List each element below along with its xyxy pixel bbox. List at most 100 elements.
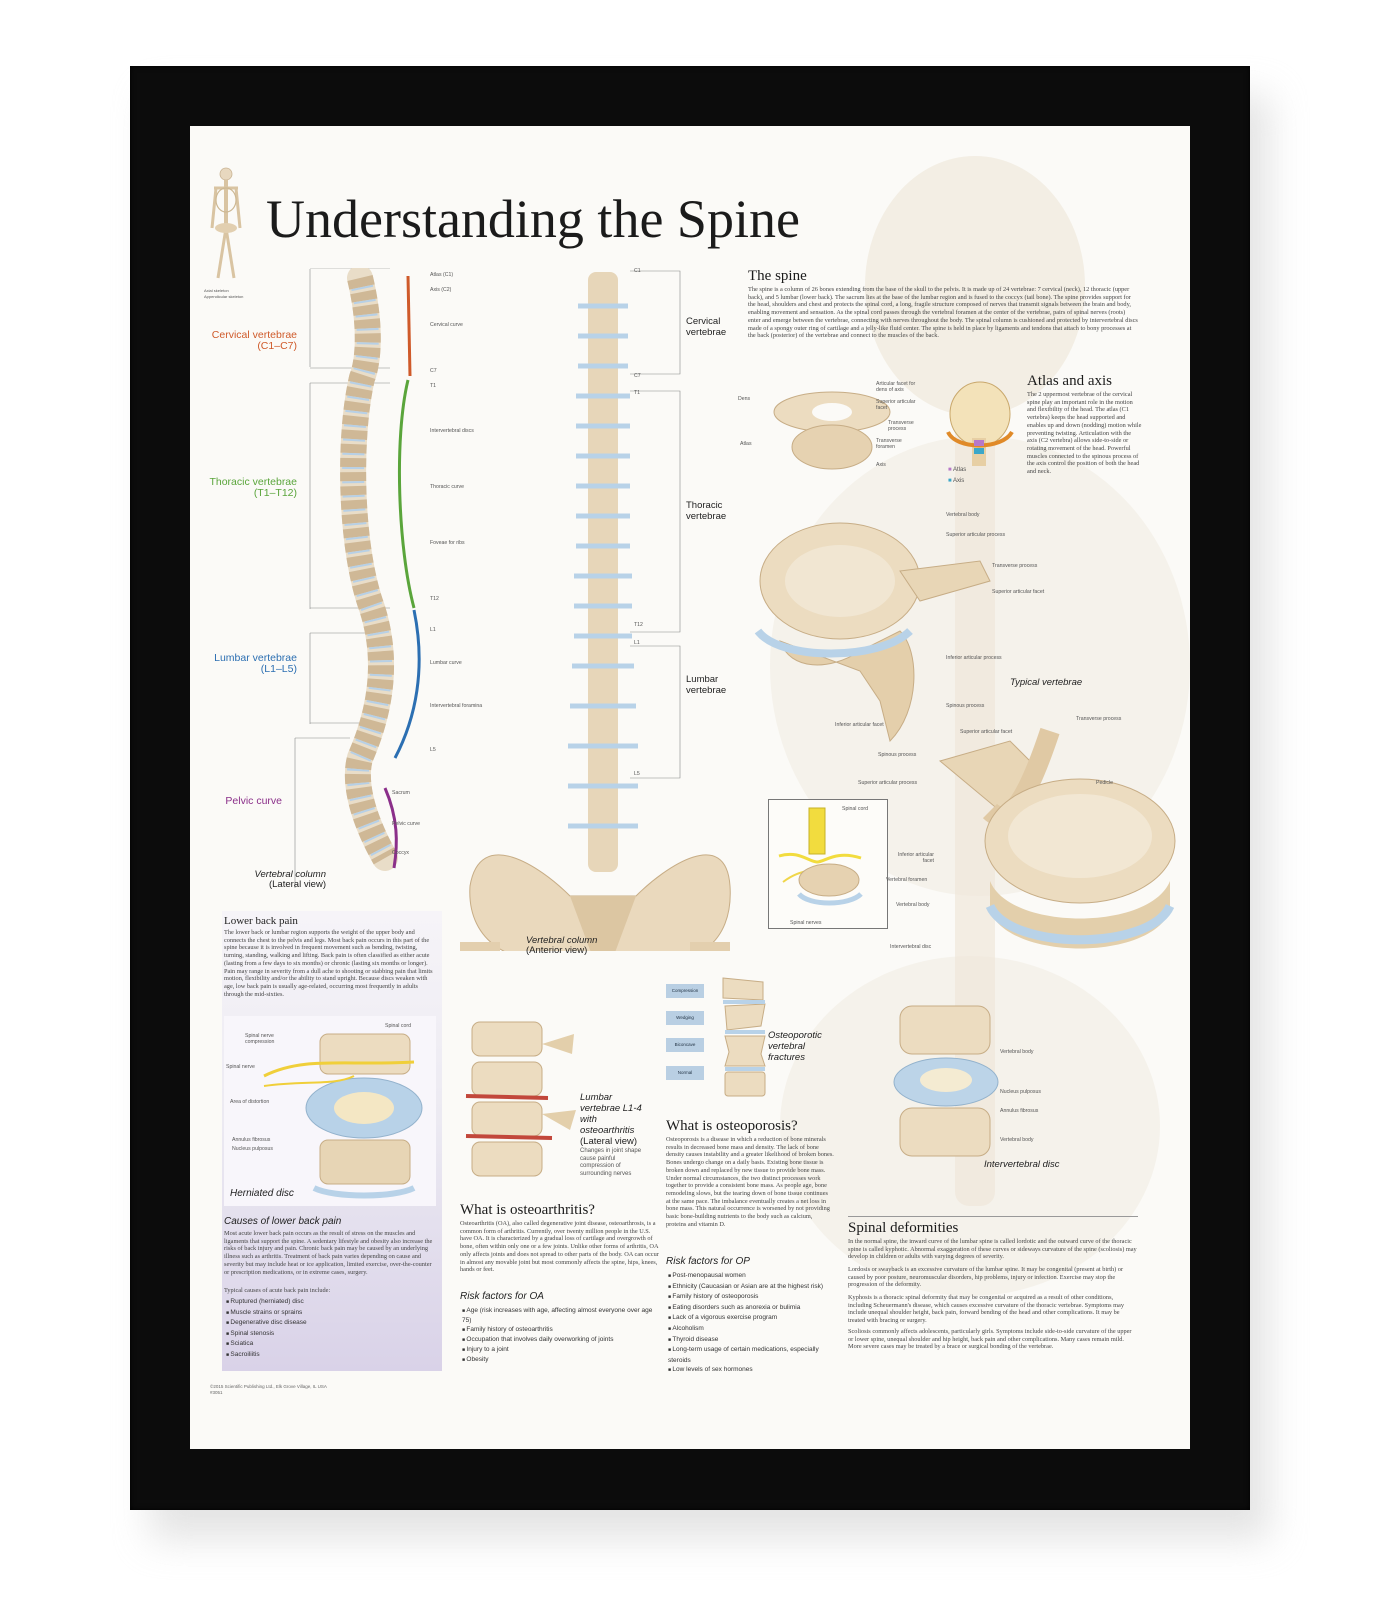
lower-back-pain-title: Lower back pain — [224, 915, 298, 927]
disc-label: Nucleus pulposus — [1000, 1089, 1041, 1095]
anterior-region-label: Cervical vertebrae — [686, 316, 727, 338]
oa-risk-item: Age (risk increases with age, affecting … — [462, 1306, 662, 1325]
lateral-label: Intervertebral foramina — [430, 703, 483, 709]
op-fracture-caption: Osteoporotic vertebral fractures — [768, 1030, 822, 1063]
lateral-label: Sacrum — [392, 790, 410, 796]
lateral-label: Pelvic curve — [392, 821, 420, 827]
atlas-key: ■ Atlas — [948, 467, 967, 473]
herniated-disc-label: Nucleus pulposus — [232, 1146, 273, 1152]
anterior-region-brackets — [630, 270, 681, 779]
head-rotation-illustration — [946, 381, 1014, 466]
op-risk-title: Risk factors for OP — [666, 1256, 750, 1267]
oa-risk-item: Occupation that involves daily overworki… — [462, 1335, 662, 1345]
anterior-mark: T1 — [634, 390, 641, 396]
anterior-mark: L1 — [634, 640, 640, 646]
copyright: ©2015 Scientific Publishing Ltd., Elk Gr… — [210, 1384, 327, 1395]
lateral-label: Foveae for ribs — [430, 540, 465, 546]
fracture-type-box: Normal — [666, 1066, 704, 1080]
lateral-label: T1 — [430, 383, 437, 389]
inset-label: Vertebral body — [896, 902, 930, 908]
lateral-label: Thoracic curve — [430, 484, 465, 490]
causes-text: Most acute lower back pain occurs as the… — [224, 1230, 433, 1276]
anterior-region-label: Thoracic vertebrae — [686, 500, 727, 522]
causes-title: Causes of lower back pain — [224, 1216, 342, 1227]
cause-item: Ruptured (herniated) disc — [226, 1297, 436, 1308]
pelvic-region-label: Pelvic curve — [225, 795, 282, 807]
atlas-axis-label: Superior articular facet — [876, 399, 916, 411]
lateral-label: Intervertebral discs — [430, 428, 474, 434]
vertebra-label: Superior articular process — [858, 780, 918, 786]
typical-vertebrae-caption: Typical vertebrae — [1010, 677, 1083, 688]
op-risk-item: Low levels of sex hormones — [668, 1365, 838, 1376]
oa-image-caption: Lumbar vertebrae L1-4 with osteoarthriti… — [580, 1092, 642, 1147]
lower-back-pain-text: The lower back or lumbar region supports… — [224, 929, 433, 998]
anterior-region-label: Lumbar vertebrae — [686, 674, 727, 696]
herniated-disc-label: Spinal nerve — [226, 1064, 255, 1070]
deformities-intro: In the normal spine, the inward curve of… — [848, 1238, 1137, 1261]
lateral-label: C7 — [430, 368, 437, 374]
op-risk-item: Long-term usage of certain medications, … — [668, 1345, 838, 1365]
skeleton-legend-axial: Axial skeleton — [204, 288, 229, 293]
vertebra-label: Spinous process — [878, 752, 917, 758]
vertebra-label: Vertebral body — [946, 512, 980, 518]
oa-risk-title: Risk factors for OA — [460, 1291, 544, 1302]
fracture-type-box: Biconcave — [666, 1038, 704, 1052]
herniated-disc-label: Annulus fibrosus — [232, 1137, 271, 1143]
op-risk-list: Post-menopausal women Ethnicity (Caucasi… — [668, 1271, 838, 1376]
oa-risk-list: Age (risk increases with age, affecting … — [462, 1306, 662, 1365]
causes-intro: Typical causes of acute back pain includ… — [224, 1287, 331, 1294]
lateral-label: Lumbar curve — [430, 660, 462, 666]
vertebra-label: Pedicle — [1096, 780, 1114, 786]
skeleton-icon — [210, 167, 242, 279]
oa-risk-item: Injury to a joint — [462, 1345, 662, 1355]
atlas-axis-label: Transverse foramen — [876, 438, 902, 450]
poster: Axial skeleton Appendicular skeleton Und… — [190, 126, 1190, 1449]
cause-item: Degenerative disc disease — [226, 1318, 436, 1329]
atlas-axis-label: Dens — [738, 396, 751, 402]
op-risk-item: Post-menopausal women — [668, 1271, 838, 1282]
fractured-vertebrae-illustration — [722, 977, 766, 1097]
atlas-axis-label: Atlas — [740, 441, 752, 447]
anterior-mark: L5 — [634, 771, 640, 777]
vertebra-label: Inferior articular process — [946, 655, 1002, 661]
vertebra-label: Spinous process — [946, 703, 985, 709]
anterior-view-caption: Vertebral column(Anterior view) — [526, 935, 598, 956]
divider — [848, 1216, 1138, 1217]
atlas-axis-label: Articular facet for dens of axis — [876, 381, 916, 393]
intervertebral-disc-caption: Intervertebral disc — [984, 1159, 1060, 1170]
op-text: Osteoporosis is a disease in which a red… — [666, 1136, 834, 1228]
oa-image-note: Changes in joint shape cause painful com… — [580, 1148, 642, 1177]
atlas-axis-label: Axis — [876, 462, 886, 468]
spinal-cord-inset — [768, 799, 888, 929]
lateral-label: Coccyx — [392, 850, 410, 856]
fracture-type-box: Wedging — [666, 1011, 704, 1025]
lateral-view-caption: Vertebral column(Lateral view) — [254, 869, 326, 890]
lumbar-region-label: Lumbar vertebrae(L1–L5) — [214, 652, 297, 675]
vertebra-label: Superior articular facet — [960, 729, 1013, 735]
op-title: What is osteoporosis? — [666, 1118, 798, 1134]
lateral-label: Cervical curve — [430, 322, 463, 328]
page-title: Understanding the Spine — [266, 189, 800, 249]
anterior-mark: C1 — [634, 268, 641, 274]
thoracic-region-label: Thoracic vertebrae(T1–T12) — [209, 476, 297, 499]
anterior-mark: T12 — [634, 622, 643, 628]
oa-title: What is osteoarthritis? — [460, 1202, 595, 1218]
oa-risk-item: Family history of osteoarthritis — [462, 1325, 662, 1335]
anterior-spine-illustration — [460, 272, 731, 951]
spine-section-text: The spine is a column of 26 bones extend… — [748, 286, 1138, 340]
herniated-disc-figure — [224, 1016, 436, 1206]
lateral-spine-illustration — [294, 268, 421, 888]
intervertebral-disc-illustration — [893, 1005, 999, 1157]
vertebra-label: Intervertebral disc — [890, 944, 932, 950]
atlas-axis-illustration — [773, 391, 891, 470]
lateral-label: T12 — [430, 596, 439, 602]
herniated-disc-caption: Herniated disc — [230, 1188, 294, 1199]
cause-item: Sciatica — [226, 1339, 436, 1350]
vertebra-label: Inferior articular facet — [835, 722, 884, 728]
kyphosis-text: Kyphosis is a thoracic spinal deformity … — [848, 1294, 1125, 1325]
herniated-disc-label: Spinal cord — [385, 1023, 411, 1029]
spine-section-title: The spine — [748, 268, 807, 284]
deformities-title: Spinal deformities — [848, 1220, 959, 1236]
atlas-axis-text: The 2 uppermost vertebrae of the cervica… — [1027, 391, 1142, 476]
op-risk-item: Thyroid disease — [668, 1335, 838, 1346]
